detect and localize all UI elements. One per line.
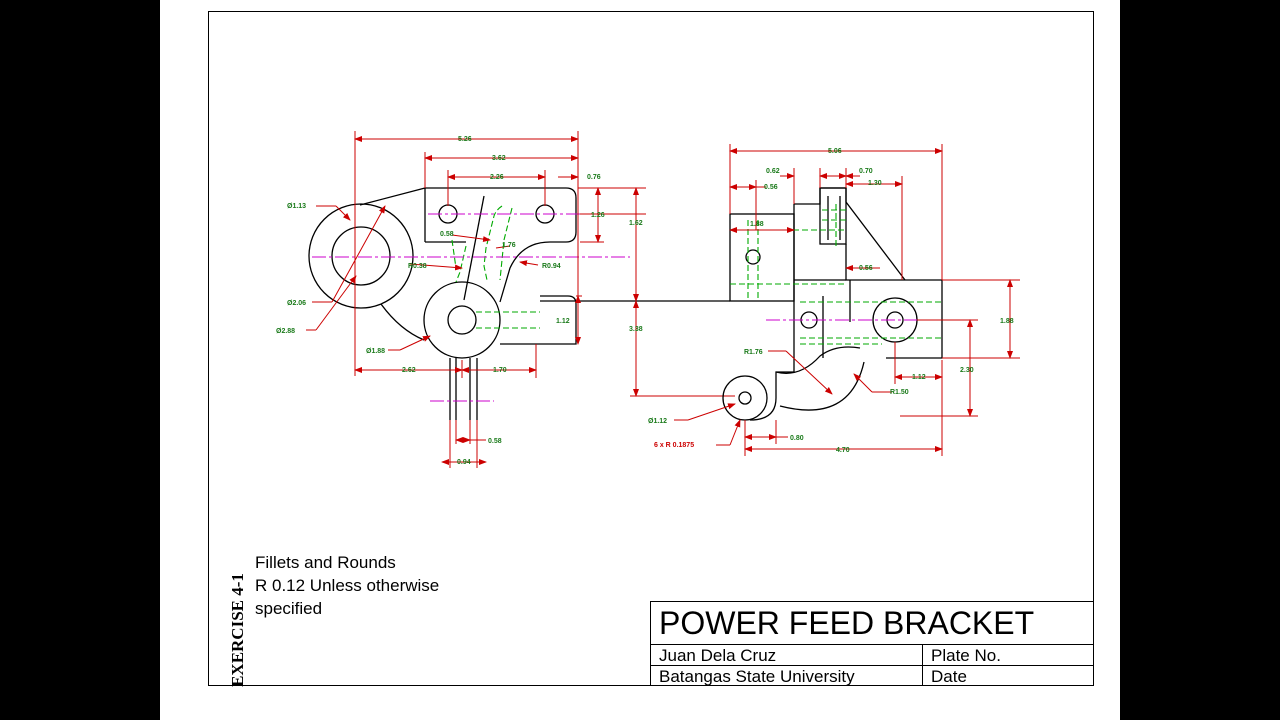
dim-1-26: 1.26 [591,212,605,219]
dim-0-56-top: 0.56 [764,184,778,191]
dim-2-62: 2.62 [402,367,416,374]
dim-0-70: 0.70 [859,168,873,175]
dim-r-0-94: R0.94 [542,263,561,270]
dim-2-30: 2.30 [960,367,974,374]
dim-0-58: 0.58 [440,231,454,238]
drawing-sheet: 5.26 3.62 2.26 0.76 1.26 1.62 3.38 Ø1.13… [160,0,1120,720]
right-view-dimension-lines [674,144,1020,456]
dim-1-12-right: 1.12 [912,374,926,381]
cad-drawing: 5.26 3.62 2.26 0.76 1.26 1.62 3.38 Ø1.13… [276,131,1020,468]
dim-3-62: 3.62 [492,155,506,162]
dim-0-80: 0.80 [790,435,804,442]
dim-0-94: 0.94 [457,459,471,466]
dim-fillets-note: 6 x R 0.1875 [654,442,694,449]
left-view-center-lines [312,213,630,402]
dim-1-30: 1.30 [868,180,882,187]
dim-1-88-vert: 1.88 [1000,318,1014,325]
dim-1-88-horiz: 1.88 [750,221,764,228]
dim-dia-2-88: Ø2.88 [276,328,295,335]
dim-dia-1-13: Ø1.13 [287,203,306,210]
dim-r-1-76: R1.76 [744,349,763,356]
left-view-object-lines [308,187,730,420]
dim-r-0-38: R0.38 [408,263,427,270]
notes-line-1: Fillets and Rounds [255,553,396,572]
dim-0-56-mid: 0.56 [859,265,873,272]
dim-dia-1-88: Ø1.88 [366,348,385,355]
exercise-label: EXERCISE 4-1 [228,573,247,687]
plate-number: Plate No. [923,645,1093,666]
left-view-dimension-lines [306,131,735,468]
drafter-name: Juan Dela Cruz [651,645,923,666]
dim-dia-1-12: Ø1.12 [648,418,667,425]
title-block: POWER FEED BRACKET Juan Dela Cruz Plate … [650,601,1094,686]
notes-line-3: specified [255,599,323,618]
left-view-hidden-lines [451,205,540,329]
dim-dia-2-06: Ø2.06 [287,300,306,307]
fillet-notes: Fillets and Rounds R 0.12 Unless otherwi… [255,551,439,620]
dim-0-62: 0.62 [766,168,780,175]
drawing-title: POWER FEED BRACKET [651,602,1093,645]
dim-0-76: 0.76 [587,174,601,181]
right-view-dim-texts: 5.06 0.62 0.70 0.56 1.30 1.88 0.56 1.88 … [648,148,1014,454]
notes-line-2: R 0.12 Unless otherwise [255,576,440,595]
date-field: Date [931,667,967,686]
dim-5-06: 5.06 [828,148,842,155]
dim-0-58-boss: 0.58 [488,438,502,445]
dim-1-76: 1.76 [502,242,516,249]
dim-r-1-50: R1.50 [890,389,909,396]
dim-5-26: 5.26 [458,136,472,143]
dim-2-26: 2.26 [490,174,504,181]
left-view-dim-texts: 5.26 3.62 2.26 0.76 1.26 1.62 3.38 Ø1.13… [276,136,643,466]
dim-4-70: 4.70 [836,447,850,454]
university-name: Batangas State University [651,666,923,686]
dim-3-38: 3.38 [629,326,643,333]
dim-1-70: 1.70 [493,367,507,374]
dim-1-62: 1.62 [629,220,643,227]
dim-1-12-left: 1.12 [556,318,570,325]
